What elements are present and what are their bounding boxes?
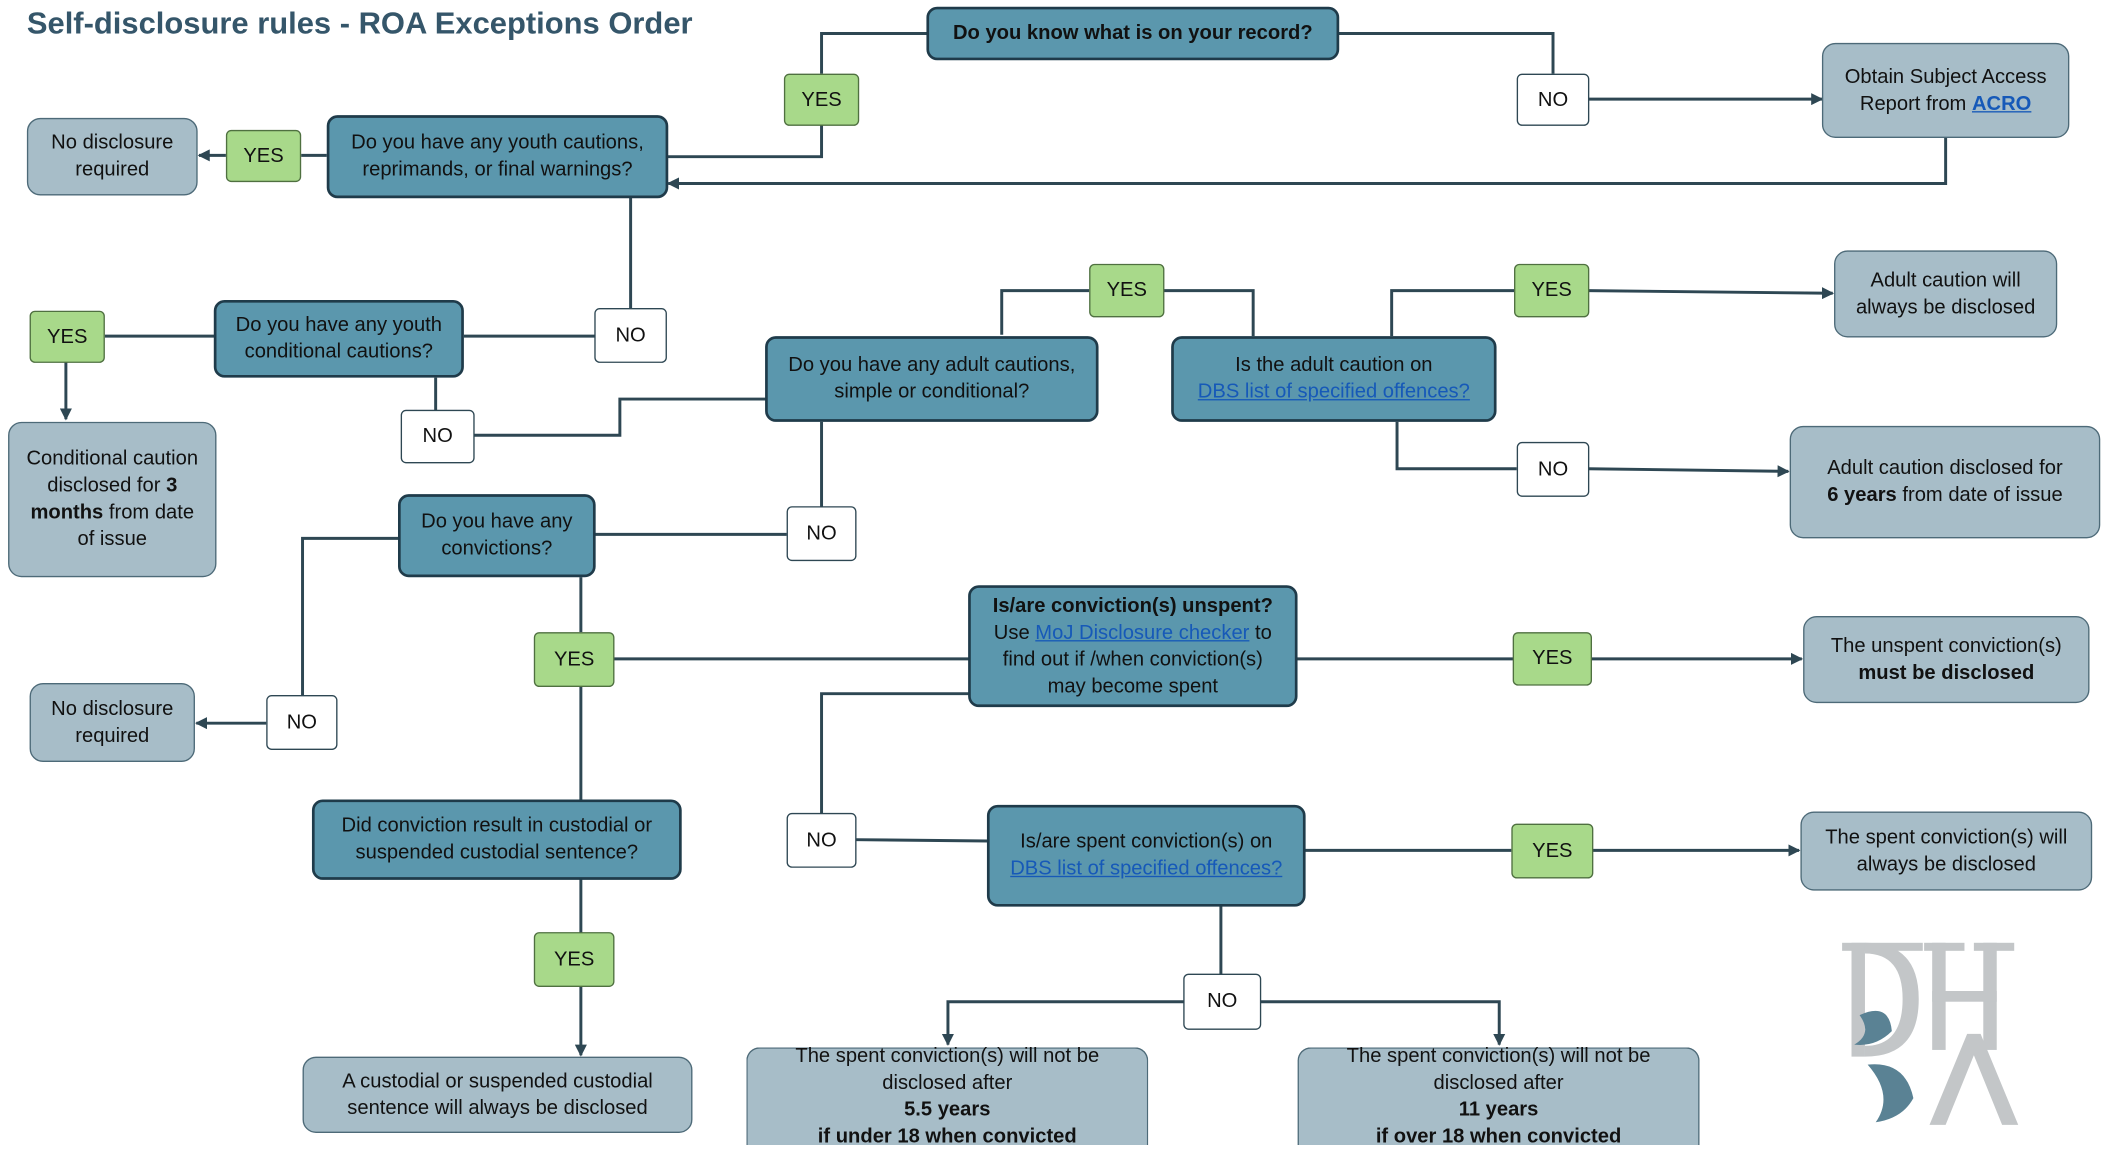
spent-5-condition: if under 18 when convicted xyxy=(817,1124,1077,1148)
organisation-logo xyxy=(1842,942,2019,1125)
question-adult-cautions-text: Do you have any adult cautions, simple o… xyxy=(788,353,1076,404)
question-know-record: Do you know what is on your record? xyxy=(926,6,1340,61)
question-unspent-pre: Use xyxy=(993,620,1030,644)
question-unspent-post: to find out if /when conviction(s) may b… xyxy=(1002,620,1272,698)
question-spent-dbs-line1: Is/are spent conviction(s) on xyxy=(1020,830,1273,854)
question-youth-conditional-text: Do you have any youth conditional cautio… xyxy=(235,313,442,363)
outcome-adult-always-disclosed: Adult caution will always be disclosed xyxy=(1834,250,2058,338)
no-label-adult-cautions: NO xyxy=(786,506,857,562)
outcome-no-disclosure-convictions: No disclosure required xyxy=(29,682,195,763)
conditional-caution-post: from date of issue xyxy=(77,500,195,551)
no-label-spent-dbs: NO xyxy=(1183,973,1262,1030)
question-convictions-text: Do you have any convictions? xyxy=(421,510,573,560)
question-youth-conditional: Do you have any youth conditional cautio… xyxy=(213,299,464,378)
outcome-custodial-always-disclosed: A custodial or suspended custodial sente… xyxy=(302,1056,693,1133)
unspent-must-disclose: must be disclosed xyxy=(1858,660,2035,684)
question-adult-dbs-list: Is the adult caution on DBS list of spec… xyxy=(1171,336,1497,422)
yes-label-custodial: YES xyxy=(533,932,615,987)
no-label-know-record: NO xyxy=(1516,73,1590,126)
no-label-youth-cautions: NO xyxy=(594,308,667,363)
yes-label-convictions: YES xyxy=(533,632,615,688)
no-disclosure-text-2: No disclosure required xyxy=(51,697,174,747)
question-spent-dbs-list: Is/are spent conviction(s) on DBS list o… xyxy=(986,804,1306,907)
dbs-list-link-spent[interactable]: DBS list of specified offences? xyxy=(1010,857,1283,880)
question-know-record-text: Do you know what is on your record? xyxy=(952,21,1313,45)
yes-label-adult-dbs: YES xyxy=(1514,263,1590,318)
subject-access-line1: Obtain Subject Access xyxy=(1844,64,2047,88)
adult-always-text: Adult caution will always be disclosed xyxy=(1855,268,2036,319)
question-unspent-title: Is/are conviction(s) unspent? xyxy=(992,593,1273,617)
page-title: Self-disclosure rules - ROA Exceptions O… xyxy=(26,5,693,41)
question-youth-cautions-text: Do you have any youth cautions, repriman… xyxy=(351,131,644,181)
question-youth-cautions: Do you have any youth cautions, repriman… xyxy=(326,115,669,199)
yes-label-know-record: YES xyxy=(783,73,860,126)
subject-access-line2: Report from xyxy=(1859,91,1967,115)
outcome-spent-11-years: The spent conviction(s) will not be disc… xyxy=(1297,1045,1700,1148)
outcome-no-disclosure-youth: No disclosure required xyxy=(26,117,198,196)
question-custodial: Did conviction result in custodial or su… xyxy=(311,799,682,880)
spent-always-text: The spent conviction(s) will always be d… xyxy=(1825,825,2068,876)
yes-label-spent-dbs: YES xyxy=(1511,823,1594,879)
outcome-subject-access-report: Obtain Subject Access Report from ACRO xyxy=(1821,42,2070,138)
spent-11-condition: if over 18 when convicted xyxy=(1375,1124,1622,1148)
yes-label-youth-conditional: YES xyxy=(29,310,105,363)
question-adult-dbs-line1: Is the adult caution on xyxy=(1235,353,1433,377)
adult-6-post: from date of issue xyxy=(1902,483,2063,507)
spent-11-pre: The spent conviction(s) will not be disc… xyxy=(1346,1044,1651,1095)
yes-label-adult-cautions: YES xyxy=(1089,263,1165,318)
question-custodial-text: Did conviction result in custodial or su… xyxy=(341,814,653,864)
outcome-unspent-must-disclose: The unspent conviction(s) must be disclo… xyxy=(1803,616,2090,704)
no-label-convictions: NO xyxy=(266,695,338,750)
no-label-youth-conditional: NO xyxy=(400,409,475,464)
custodial-always-text: A custodial or suspended custodial sente… xyxy=(342,1069,653,1119)
spent-5-duration: 5.5 years xyxy=(904,1098,991,1121)
moj-disclosure-checker-link[interactable]: MoJ Disclosure checker xyxy=(1035,620,1250,644)
no-disclosure-text-1: No disclosure required xyxy=(51,131,174,181)
spent-11-duration: 11 years xyxy=(1458,1098,1539,1121)
yes-label-unspent: YES xyxy=(1512,632,1593,686)
outcome-conditional-caution-3-months: Conditional caution disclosed for 3 mont… xyxy=(8,421,217,578)
outcome-adult-6-years: Adult caution disclosed for 6 years from… xyxy=(1789,425,2101,539)
adult-6-duration: 6 years xyxy=(1827,483,1897,507)
question-convictions: Do you have any convictions? xyxy=(398,494,596,578)
outcome-spent-5-5-years: The spent conviction(s) will not be disc… xyxy=(746,1045,1149,1148)
unspent-line1: The unspent conviction(s) xyxy=(1830,634,2062,657)
yes-label-youth-cautions: YES xyxy=(225,129,302,183)
no-label-unspent: NO xyxy=(786,812,857,868)
question-adult-cautions: Do you have any adult cautions, simple o… xyxy=(765,336,1099,422)
dbs-list-link-adult[interactable]: DBS list of specified offences? xyxy=(1197,380,1470,404)
adult-6-pre: Adult caution disclosed for xyxy=(1827,456,2063,480)
acro-link[interactable]: ACRO xyxy=(1971,91,2032,115)
spent-5-pre: The spent conviction(s) will not be disc… xyxy=(795,1044,1100,1095)
no-label-adult-dbs: NO xyxy=(1516,441,1590,497)
conditional-caution-pre: Conditional caution disclosed for xyxy=(26,447,199,497)
conditional-caution-duration: 3 months xyxy=(30,474,178,524)
outcome-spent-always-disclosed: The spent conviction(s) will always be d… xyxy=(1800,811,2093,891)
question-unspent: Is/are conviction(s) unspent? Use MoJ Di… xyxy=(968,585,1298,708)
